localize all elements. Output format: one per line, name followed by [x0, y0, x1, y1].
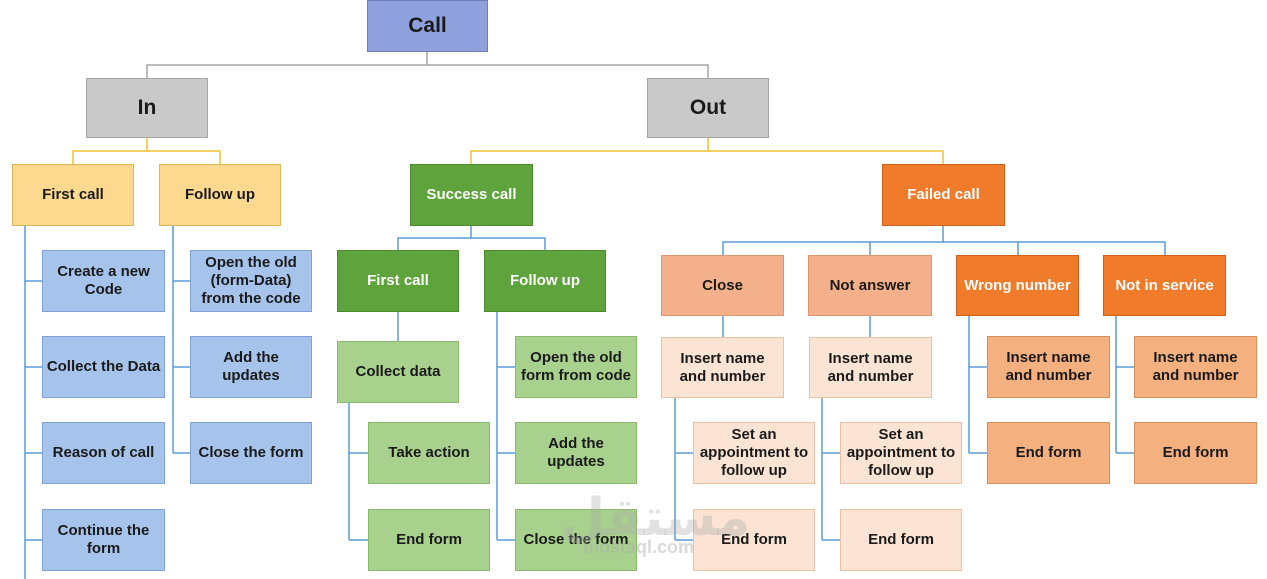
- node-nis-end-form: End form: [1134, 422, 1257, 484]
- node-not-in-service: Not in service: [1103, 255, 1226, 316]
- node-reason-of-call: Reason of call: [42, 422, 165, 484]
- node-na-appointment: Set an appointment to follow up: [840, 422, 962, 484]
- node-close-end-form: End form: [693, 509, 815, 571]
- node-close-appointment: Set an appointment to follow up: [693, 422, 815, 484]
- node-out-follow-up: Follow up: [484, 250, 606, 312]
- node-wn-end-form: End form: [987, 422, 1110, 484]
- node-open-old-form-data: Open the old (form-Data) from the code: [190, 250, 312, 312]
- watermark-site: mostaql.com: [583, 537, 695, 557]
- node-nis-insert: Insert name and number: [1134, 336, 1257, 398]
- node-failed-call: Failed call: [882, 164, 1005, 226]
- node-in-first-call: First call: [12, 164, 134, 226]
- node-out-first-call: First call: [337, 250, 459, 312]
- node-out-close-form: Close the form: [515, 509, 637, 571]
- node-in-close-form: Close the form: [190, 422, 312, 484]
- node-na-end-form: End form: [840, 509, 962, 571]
- node-out-add-updates: Add the updates: [515, 422, 637, 484]
- node-close-insert: Insert name and number: [661, 337, 784, 398]
- node-wrong-number: Wrong number: [956, 255, 1079, 316]
- node-out-end-form: End form: [368, 509, 490, 571]
- watermark-logo: مستقل: [560, 489, 751, 547]
- node-in-add-updates: Add the updates: [190, 336, 312, 398]
- node-out: Out: [647, 78, 769, 138]
- node-create-new-code: Create a new Code: [42, 250, 165, 312]
- node-call: Call: [367, 0, 488, 52]
- node-in: In: [86, 78, 208, 138]
- node-collect-data: Collect data: [337, 341, 459, 403]
- node-in-follow-up: Follow up: [159, 164, 281, 226]
- node-take-action: Take action: [368, 422, 490, 484]
- node-continue-the-form: Continue the form: [42, 509, 165, 571]
- node-wn-insert: Insert name and number: [987, 336, 1110, 398]
- node-collect-the-data: Collect the Data: [42, 336, 165, 398]
- node-open-old-form-code: Open the old form from code: [515, 336, 637, 398]
- node-success-call: Success call: [410, 164, 533, 226]
- node-close: Close: [661, 255, 784, 316]
- node-not-answer: Not answer: [808, 255, 932, 316]
- node-na-insert: Insert name and number: [809, 337, 932, 398]
